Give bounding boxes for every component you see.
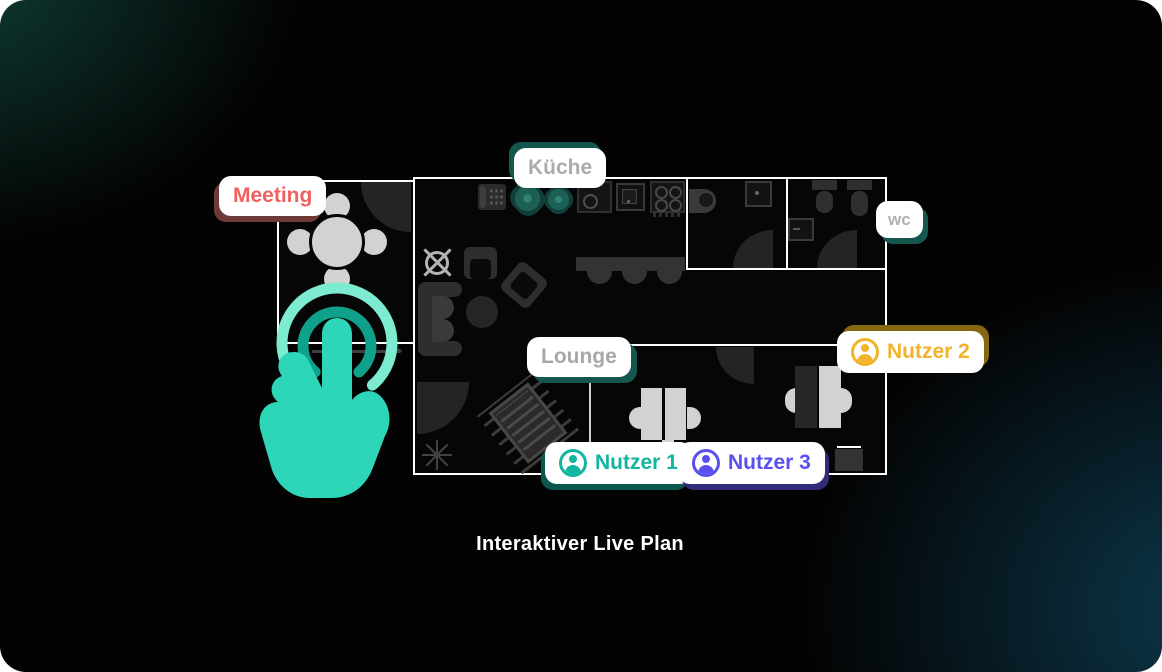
sofa-cushion-2 xyxy=(432,319,454,342)
desk-chair-right-right xyxy=(840,388,852,413)
lounge-leader-line xyxy=(589,372,591,444)
burner-4 xyxy=(669,199,682,212)
desk-chair-right-left xyxy=(785,388,797,413)
room-label-lounge-text: Lounge xyxy=(541,345,617,368)
tap-arc-outer xyxy=(276,282,398,391)
user-badge-nutzer1-text: Nutzer 1 xyxy=(595,451,678,474)
bar-stool-1 xyxy=(587,271,612,284)
wc-sink-right-tap xyxy=(793,228,800,230)
user-badge-nutzer2-text: Nutzer 2 xyxy=(887,340,970,363)
desk-chair-mid-right xyxy=(687,407,701,429)
toilet-1-bowl xyxy=(816,191,833,213)
room-label-meeting-text: Meeting xyxy=(233,184,313,207)
bar-stool-3 xyxy=(657,271,682,284)
sofa-cushion-1 xyxy=(432,296,454,319)
bar-stool-2 xyxy=(622,271,647,284)
wall-wc-divider-left xyxy=(686,177,688,270)
desk-right-dark xyxy=(795,366,817,428)
sketch-line xyxy=(312,350,400,353)
page-caption: Interaktiver Live Plan xyxy=(476,533,684,555)
oven-dial xyxy=(583,194,598,209)
wall-wc-bottom xyxy=(686,268,885,270)
user-shoulders xyxy=(857,354,873,363)
meeting-round-table xyxy=(309,214,365,270)
burner-1 xyxy=(655,186,668,199)
phone-keypad xyxy=(489,188,504,206)
wall-wc-divider-mid xyxy=(786,177,788,270)
desk-mid-2 xyxy=(665,388,686,440)
user-circle-icon xyxy=(851,338,879,366)
kitchen-sink-drain xyxy=(627,200,630,203)
burner-3 xyxy=(655,199,668,212)
toilet-2-bowl xyxy=(851,191,868,216)
wc-sink-right xyxy=(788,218,814,241)
phone-handset xyxy=(480,186,486,208)
cooktop-vents xyxy=(653,213,681,217)
coffee-table xyxy=(466,296,498,328)
burner-2 xyxy=(669,186,682,199)
user-badge-nutzer3-text: Nutzer 3 xyxy=(728,451,811,474)
room-label-wc[interactable]: wc xyxy=(876,201,923,238)
tap-gesture-icon xyxy=(259,282,398,498)
room-label-meeting[interactable]: Meeting xyxy=(219,176,327,216)
kitchen-counter xyxy=(576,257,685,271)
cabinet xyxy=(835,449,863,471)
lounge-armchair-1-seat xyxy=(470,259,491,279)
tap-arc-inner xyxy=(297,306,377,378)
pointer-hand-icon xyxy=(259,318,390,498)
kitchen-sink-basin xyxy=(622,189,637,204)
desk-mid-1 xyxy=(641,388,662,440)
wall-lounge-desk-divider xyxy=(528,344,885,346)
room-label-wc-text: wc xyxy=(888,210,911,229)
user-circle-icon xyxy=(559,449,587,477)
side-table-icon xyxy=(425,251,449,275)
user-circle-icon xyxy=(692,449,720,477)
user-badge-nutzer1[interactable]: Nutzer 1 xyxy=(545,442,692,484)
meeting-chair-left xyxy=(287,229,313,255)
user-shoulders xyxy=(698,465,714,474)
toilet-1-tank xyxy=(812,180,837,190)
sofa-back xyxy=(418,284,434,356)
desk-right-light xyxy=(819,366,841,428)
user-head xyxy=(861,344,869,352)
user-head xyxy=(702,455,710,463)
room-label-kueche[interactable]: Küche xyxy=(514,148,607,188)
wall-stub-bottom-right xyxy=(837,446,861,448)
user-shoulders xyxy=(565,465,581,474)
wc-sink-left-drain xyxy=(755,191,759,195)
room-label-lounge[interactable]: Lounge xyxy=(527,337,631,377)
toilet-2-tank xyxy=(847,180,872,190)
user-badge-nutzer2[interactable]: Nutzer 2 xyxy=(837,331,984,373)
urinal-basin xyxy=(699,193,713,207)
desk-chair-mid-left xyxy=(629,407,643,429)
meeting-chair-right xyxy=(361,229,387,255)
user-badge-nutzer3[interactable]: Nutzer 3 xyxy=(678,442,825,484)
user-head xyxy=(569,455,577,463)
room-label-kueche-text: Küche xyxy=(528,156,593,179)
